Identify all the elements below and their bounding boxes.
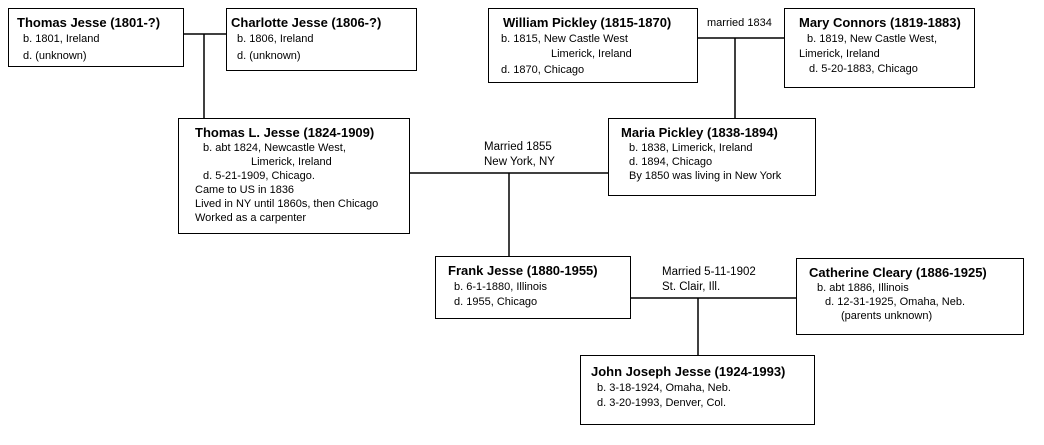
person-detail: d. 1955, Chicago xyxy=(454,296,538,308)
marriage-date: Married 1855 xyxy=(484,141,552,153)
person-detail: d. 5-20-1883, Chicago xyxy=(809,63,918,75)
person-card-william-pickley: William Pickley (1815-1870) b. 1815, New… xyxy=(488,8,698,83)
person-detail: b. 1806, Ireland xyxy=(237,33,314,45)
marriage-date: Married 5-11-1902 xyxy=(662,266,756,278)
person-card-frank-jesse: Frank Jesse (1880-1955) b. 6-1-1880, Ill… xyxy=(435,256,631,319)
person-detail: b. 1819, New Castle West, xyxy=(807,33,938,45)
person-detail: d. 3-20-1993, Denver, Col. xyxy=(597,397,727,409)
person-detail: b. 3-18-1924, Omaha, Neb. xyxy=(597,382,731,394)
person-detail: Limerick, Ireland xyxy=(251,156,332,168)
person-card-maria-pickley: Maria Pickley (1838-1894) b. 1838, Limer… xyxy=(608,118,816,196)
person-name: Thomas Jesse (1801-?) xyxy=(17,15,161,30)
person-name: Mary Connors (1819-1883) xyxy=(799,15,961,30)
person-detail: d. 1870, Chicago xyxy=(501,64,585,76)
person-detail: b. 6-1-1880, Illinois xyxy=(454,281,547,293)
person-detail: b. 1801, Ireland xyxy=(23,33,100,45)
person-detail: b. abt 1824, Newcastle West, xyxy=(203,142,346,154)
person-card-john-joseph-jesse: John Joseph Jesse (1924-1993) b. 3-18-19… xyxy=(580,355,815,425)
person-card-thomas-jesse-sr: Thomas Jesse (1801-?) b. 1801, Ireland d… xyxy=(8,8,184,67)
person-detail: By 1850 was living in New York xyxy=(629,170,782,182)
person-detail: Came to US in 1836 xyxy=(195,184,295,196)
person-detail: d. (unknown) xyxy=(237,50,301,62)
person-detail: d. 1894, Chicago xyxy=(629,156,713,168)
person-card-mary-connors: Mary Connors (1819-1883) b. 1819, New Ca… xyxy=(784,8,975,88)
marriage-place: St. Clair, Ill. xyxy=(662,281,721,293)
marriage-place: New York, NY xyxy=(484,156,555,168)
marriage-label-jesse-pickley: Married 1855 New York, NY xyxy=(484,140,555,170)
person-detail: d. 5-21-1909, Chicago. xyxy=(203,170,315,182)
person-detail: Lived in NY until 1860s, then Chicago xyxy=(195,198,379,210)
person-detail: d. 12-31-1925, Omaha, Neb. xyxy=(825,296,966,308)
person-name: Thomas L. Jesse (1824-1909) xyxy=(195,125,375,140)
person-detail: b. abt 1886, Illinois xyxy=(817,282,909,294)
person-detail: b. 1815, New Castle West xyxy=(501,33,628,45)
person-card-charlotte-jesse: Charlotte Jesse (1806-?) b. 1806, Irelan… xyxy=(226,8,417,71)
person-name: Maria Pickley (1838-1894) xyxy=(621,125,778,140)
person-card-catherine-cleary: Catherine Cleary (1886-1925) b. abt 1886… xyxy=(796,258,1024,335)
marriage-label-jesse-cleary: Married 5-11-1902 St. Clair, Ill. xyxy=(662,265,756,295)
person-name: Frank Jesse (1880-1955) xyxy=(448,263,598,278)
person-card-thomas-l-jesse: Thomas L. Jesse (1824-1909) b. abt 1824,… xyxy=(178,118,410,234)
person-name: William Pickley (1815-1870) xyxy=(503,15,672,30)
marriage-label-pickley: married 1834 xyxy=(707,17,772,29)
person-detail: (parents unknown) xyxy=(841,310,933,322)
person-name: John Joseph Jesse (1924-1993) xyxy=(591,364,786,379)
person-detail: Limerick, Ireland xyxy=(551,48,632,60)
person-name: Charlotte Jesse (1806-?) xyxy=(231,15,382,30)
person-detail: d. (unknown) xyxy=(23,50,87,62)
person-name: Catherine Cleary (1886-1925) xyxy=(809,265,987,280)
person-detail: b. 1838, Limerick, Ireland xyxy=(629,142,753,154)
person-detail: Limerick, Ireland xyxy=(799,48,880,60)
person-detail: Worked as a carpenter xyxy=(195,212,307,224)
